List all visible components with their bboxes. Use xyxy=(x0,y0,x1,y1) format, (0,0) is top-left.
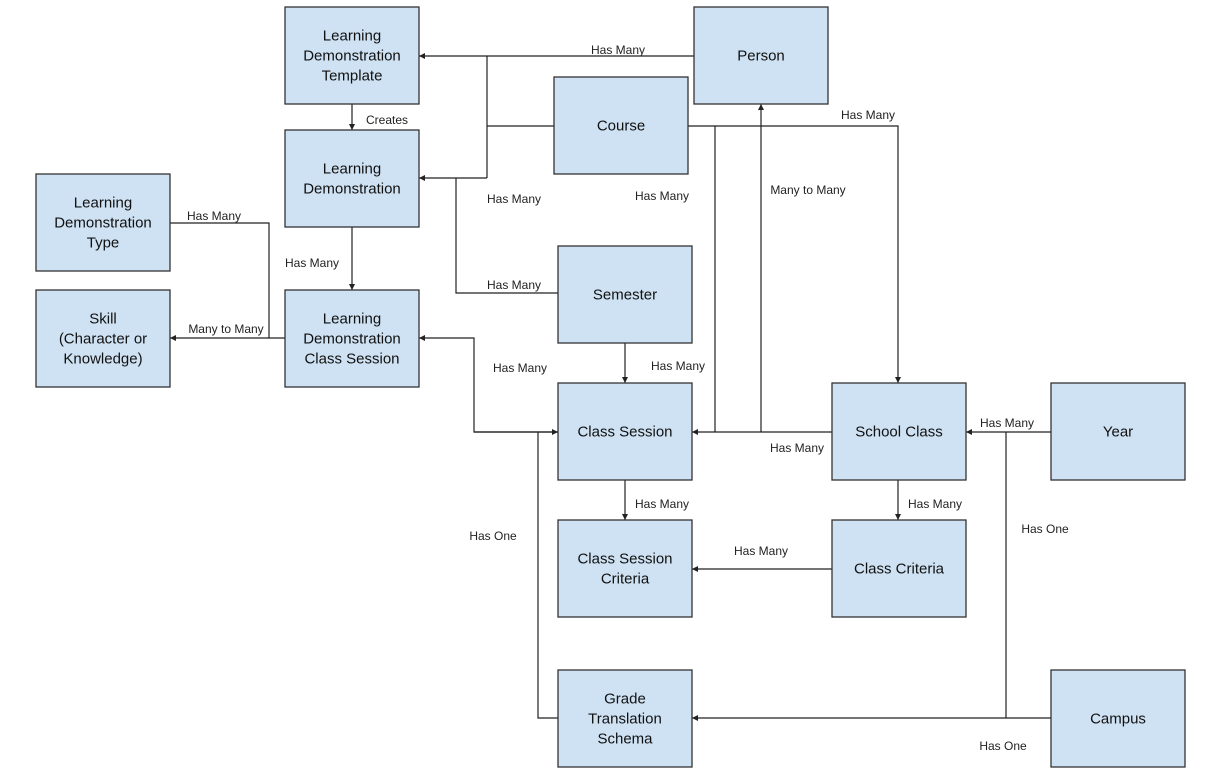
entity-box xyxy=(1050,382,1186,481)
relation-label-cs-csc: Has Many xyxy=(635,497,689,511)
relation-label-sc-person: Many to Many xyxy=(770,183,845,197)
relation-label-course-ld: Has Many xyxy=(487,192,541,206)
entity-label: Demonstration xyxy=(54,215,152,232)
relation-line xyxy=(455,178,558,294)
entity-label: Class Session xyxy=(304,351,399,368)
entity-classcriteria[interactable]: Class Criteria xyxy=(831,519,967,618)
relation-label-sc-cc: Has Many xyxy=(908,497,962,511)
entity-label: Campus xyxy=(1090,711,1146,728)
entity-box xyxy=(557,382,693,481)
relation-line xyxy=(419,335,558,433)
entity-box xyxy=(831,382,967,481)
entity-label: Class Session xyxy=(577,424,672,441)
entity-box xyxy=(557,245,693,344)
entity-label: School Class xyxy=(855,424,943,441)
relation-label-sc-cs: Has Many xyxy=(770,441,824,455)
relation-label-person-ldt: Has Many xyxy=(591,43,645,57)
entity-label: Course xyxy=(597,118,645,135)
relation-label-year-gts: Has One xyxy=(1021,522,1069,536)
relation-label-cs-gts: Has One xyxy=(469,529,517,543)
relation-line xyxy=(537,432,558,719)
entity-label: Criteria xyxy=(601,571,650,588)
entity-box xyxy=(284,129,420,228)
relation-label-course-sc: Has Many xyxy=(841,108,895,122)
entity-semester[interactable]: Semester xyxy=(557,245,693,344)
entity-box xyxy=(693,6,829,105)
relation-line xyxy=(170,222,270,338)
entity-box xyxy=(1050,669,1186,768)
entity-skill[interactable]: Skill (Character or Knowledge) xyxy=(35,289,171,388)
relation-label-ld-ldcs: Has Many xyxy=(285,256,339,270)
entity-label: Semester xyxy=(593,287,657,304)
entity-label: Type xyxy=(87,235,120,252)
relation-label-ldt-ld: Creates xyxy=(366,113,408,127)
entity-person[interactable]: Person xyxy=(693,6,829,105)
relation-label-semester-cs: Has Many xyxy=(651,359,705,373)
entity-year[interactable]: Year xyxy=(1050,382,1186,481)
entity-label: Learning xyxy=(323,161,381,178)
entity-label: Template xyxy=(322,68,383,85)
entity-label: Class Session xyxy=(577,551,672,568)
entity-label: Demonstration xyxy=(303,181,401,198)
relation-label-ldcs-skill: Many to Many xyxy=(188,322,263,336)
entity-label: Translation xyxy=(588,711,662,728)
entity-box xyxy=(831,519,967,618)
entity-label: Knowledge) xyxy=(63,351,142,368)
entity-box xyxy=(284,6,420,105)
entity-campus[interactable]: Campus xyxy=(1050,669,1186,768)
entity-label: Schema xyxy=(597,731,653,748)
relation-label-year-sc: Has Many xyxy=(980,416,1034,430)
entity-box xyxy=(557,669,693,768)
entity-box xyxy=(557,519,693,618)
relation-label-course-cs: Has Many xyxy=(635,189,689,203)
entity-label: Year xyxy=(1103,424,1133,441)
relation-label-semester-ld: Has Many xyxy=(487,278,541,292)
entity-label: Skill xyxy=(89,311,117,328)
relation-label-cc-csc: Has Many xyxy=(734,544,788,558)
entity-label: Learning xyxy=(323,28,381,45)
entity-label: Demonstration xyxy=(303,331,401,348)
entity-label: Demonstration xyxy=(303,48,401,65)
entity-box xyxy=(35,289,171,388)
entity-course[interactable]: Course xyxy=(553,76,689,175)
entity-label: Grade xyxy=(604,691,646,708)
entity-box xyxy=(553,76,689,175)
entity-label: Learning xyxy=(74,195,132,212)
entity-label: Class Criteria xyxy=(854,561,945,578)
entity-label: Person xyxy=(737,48,785,65)
entity-label: Learning xyxy=(323,311,381,328)
relation-label-campus-gts: Has One xyxy=(979,739,1027,753)
entity-box xyxy=(284,289,420,388)
relation-line xyxy=(688,125,901,383)
entity-box xyxy=(35,173,171,272)
relation-label-ldtype-ldcs: Has Many xyxy=(187,209,241,223)
entity-schoolclass[interactable]: School Class xyxy=(831,382,967,481)
entity-classsession[interactable]: Class Session xyxy=(557,382,693,481)
relation-label-cs-ldcs: Has Many xyxy=(493,361,547,375)
entity-label: (Character or xyxy=(59,331,147,348)
